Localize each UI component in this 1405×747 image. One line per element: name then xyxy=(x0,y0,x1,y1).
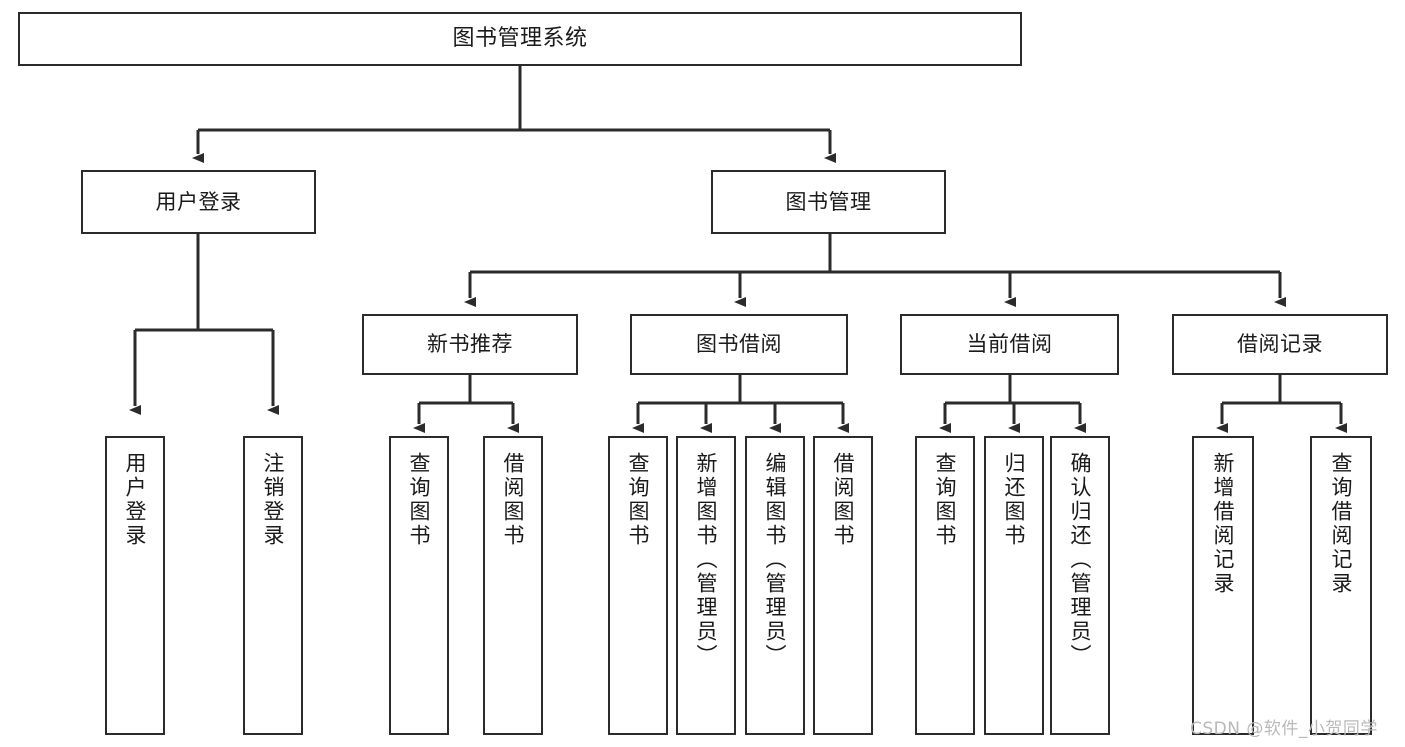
node-book-management[interactable]: 图书管理 xyxy=(711,170,946,234)
leaf-user-logout[interactable]: 注销登录 xyxy=(243,436,303,735)
node-label: 编辑图书（管理员） xyxy=(763,452,788,668)
leaf-borrow-book-recommend[interactable]: 借阅图书 xyxy=(483,436,543,735)
leaf-confirm-return-admin[interactable]: 确认归还（管理员） xyxy=(1050,436,1110,735)
node-label: 图书管理系统 xyxy=(452,26,588,52)
node-label: 确认归还（管理员） xyxy=(1068,452,1093,668)
leaf-return-book[interactable]: 归还图书 xyxy=(984,436,1044,735)
node-label: 图书借阅 xyxy=(696,332,782,357)
node-label: 新书推荐 xyxy=(427,332,513,357)
node-root-system[interactable]: 图书管理系统 xyxy=(18,12,1022,66)
node-label: 用户登录 xyxy=(123,452,148,548)
leaf-query-book-current[interactable]: 查询图书 xyxy=(915,436,975,735)
node-label: 借阅记录 xyxy=(1237,332,1323,357)
leaf-query-book-recommend[interactable]: 查询图书 xyxy=(389,436,449,735)
node-label: 注销登录 xyxy=(261,452,286,548)
leaf-user-login[interactable]: 用户登录 xyxy=(105,436,165,735)
node-new-book-recommend[interactable]: 新书推荐 xyxy=(362,314,578,375)
node-label: 新增图书（管理员） xyxy=(694,452,719,668)
node-current-borrow[interactable]: 当前借阅 xyxy=(900,314,1119,375)
node-label: 用户登录 xyxy=(155,189,242,214)
leaf-add-book-admin[interactable]: 新增图书（管理员） xyxy=(676,436,736,735)
node-label: 查询图书 xyxy=(626,452,651,548)
node-label: 查询图书 xyxy=(933,452,958,548)
node-label: 查询借阅记录 xyxy=(1329,452,1354,596)
node-label: 归还图书 xyxy=(1002,452,1027,548)
node-user-login[interactable]: 用户登录 xyxy=(81,170,316,234)
leaf-edit-book-admin[interactable]: 编辑图书（管理员） xyxy=(745,436,805,735)
node-label: 新增借阅记录 xyxy=(1211,452,1236,596)
node-book-borrow[interactable]: 图书借阅 xyxy=(630,314,848,375)
node-label: 借阅图书 xyxy=(831,452,856,548)
node-label: 借阅图书 xyxy=(501,452,526,548)
node-borrow-record[interactable]: 借阅记录 xyxy=(1172,314,1388,375)
leaf-borrow-book[interactable]: 借阅图书 xyxy=(813,436,873,735)
watermark: CSDN @软件_小贺同学 xyxy=(1190,719,1378,739)
node-label: 查询图书 xyxy=(407,452,432,548)
node-label: 图书管理 xyxy=(785,189,872,214)
leaf-query-borrow-record[interactable]: 查询借阅记录 xyxy=(1310,436,1372,735)
node-label: 当前借阅 xyxy=(966,332,1053,357)
leaf-query-book-borrow[interactable]: 查询图书 xyxy=(608,436,668,735)
leaf-add-borrow-record[interactable]: 新增借阅记录 xyxy=(1192,436,1254,735)
